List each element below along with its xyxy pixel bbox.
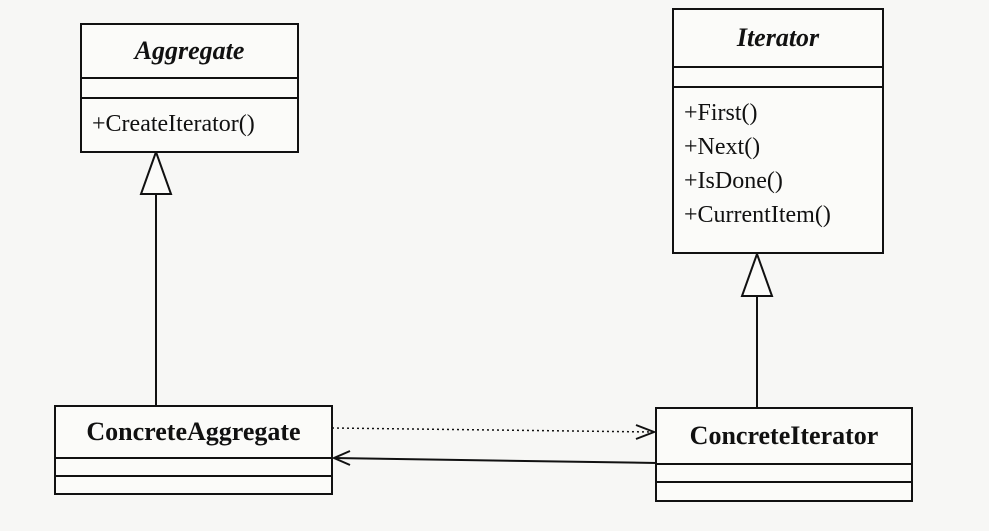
dependency-arrowhead	[635, 424, 657, 440]
operation: +CurrentItem()	[684, 202, 831, 228]
operation: +CreateIterator()	[92, 111, 255, 137]
operation: +First()	[684, 100, 758, 126]
class-operations: +First() +Next() +IsDone() +CurrentItem(…	[674, 88, 882, 232]
class-attributes	[56, 459, 331, 477]
class-name: ConcreteIterator	[657, 409, 911, 465]
aggregate-class: Aggregate +CreateIterator()	[80, 23, 299, 153]
concrete-aggregate-class: ConcreteAggregate	[54, 405, 333, 495]
class-attributes	[657, 465, 911, 483]
dependency-line	[331, 427, 653, 433]
class-name: Aggregate	[82, 25, 297, 79]
class-attributes	[82, 79, 297, 99]
class-attributes	[674, 68, 882, 88]
association-arrowhead	[331, 450, 351, 466]
operation: +IsDone()	[684, 168, 783, 194]
generalization-arrowhead-aggregate	[139, 149, 173, 195]
concrete-iterator-class: ConcreteIterator	[655, 407, 913, 502]
iterator-class: Iterator +First() +Next() +IsDone() +Cur…	[672, 8, 884, 254]
class-operations: +CreateIterator()	[82, 99, 297, 141]
class-name: Iterator	[674, 10, 882, 68]
association-line	[333, 457, 658, 464]
operation: +Next()	[684, 134, 761, 160]
class-name: ConcreteAggregate	[56, 407, 331, 459]
generalization-arrowhead-iterator	[740, 251, 774, 297]
